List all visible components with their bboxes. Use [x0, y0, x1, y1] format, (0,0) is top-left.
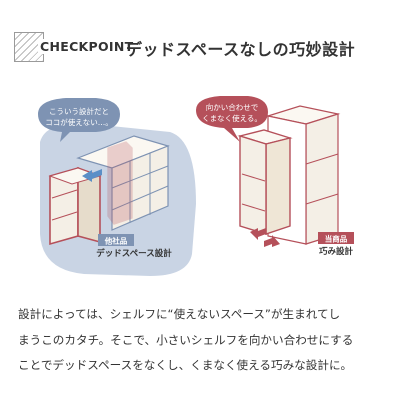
checkpoint-header: CHECKPOINT デッドスペースなしの巧妙設計 [14, 32, 386, 64]
left-caption-text: デッドスペース設計 [96, 248, 172, 259]
red-arrow-right-icon [264, 235, 280, 247]
blue-arrow-icon [82, 169, 102, 182]
description-line-3: ことでデッドスペースをなくし、くまなく使える巧みな設計に。 [18, 358, 353, 372]
right-tag-bg [318, 232, 354, 244]
right-caption-text: 巧み設計 [319, 246, 354, 257]
comparison-illustration: こういう設計だと ココが使えない…。 向かい合わせで くまなく使える。 他社品 … [38, 96, 354, 276]
checkpoint-label: CHECKPOINT [38, 39, 136, 54]
right-bubble-line-2: くまなく使える。 [202, 113, 262, 123]
right-shelf-front [237, 129, 293, 235]
left-bubble-line-1: こういう設計だと [49, 106, 109, 116]
left-tag-bg [98, 234, 134, 246]
description-line-1: 設計によっては、シェルフに“使えないスペース”が生まれてし [18, 307, 341, 321]
description-block: 設計によっては、シェルフに“使えないスペース”が生まれてし まうこのカタチ。そこ… [18, 302, 384, 379]
description-line-2: まうこのカタチ。そこで、小さいシェルフを向かい合わせにする [18, 332, 354, 347]
left-bubble-line-2: ココが使えない…。 [45, 117, 113, 127]
left-speech-bubble [38, 98, 120, 142]
left-shelf-long [76, 135, 170, 231]
red-arrow-left-icon [250, 228, 266, 240]
section-title: デッドスペースなしの巧妙設計 [126, 40, 356, 59]
left-shelf-front [48, 166, 102, 246]
left-tag-text: 他社品 [104, 236, 128, 246]
right-tag-text: 当商品 [325, 234, 348, 244]
right-bubble-line-1: 向かい合わせで [206, 102, 259, 112]
right-speech-bubble [196, 96, 268, 142]
